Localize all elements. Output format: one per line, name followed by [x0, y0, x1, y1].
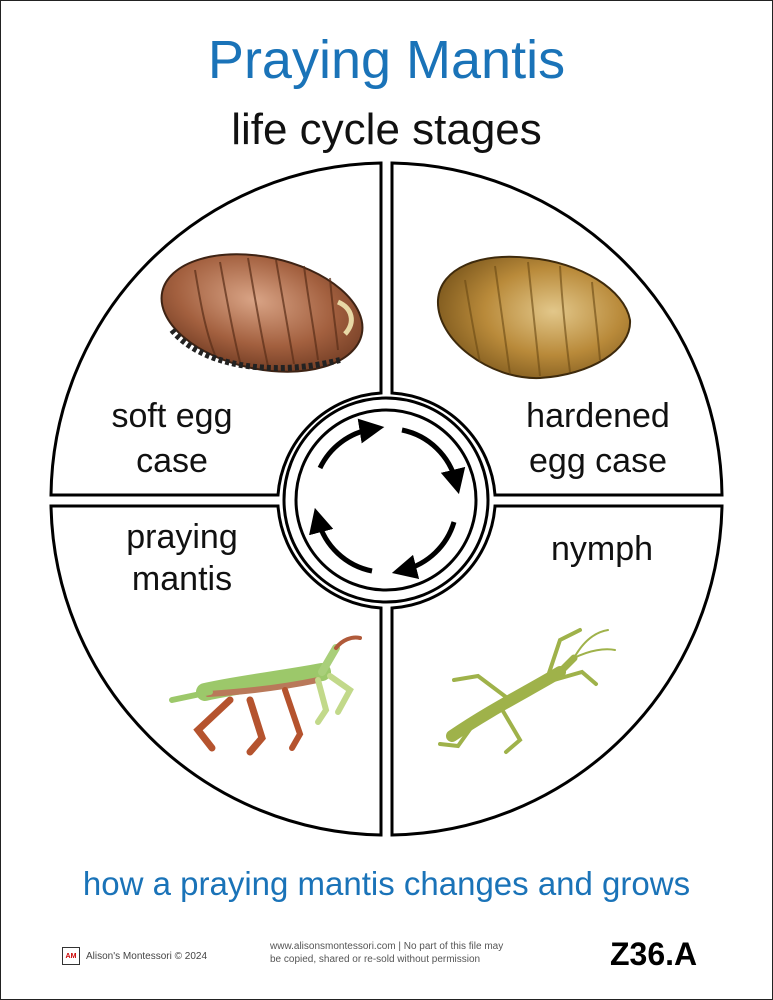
stage-label-hardened-egg-case: hardened egg case: [526, 397, 670, 480]
copyright-notice: www.alisonsmontessori.com | No part of t…: [270, 940, 520, 966]
nymph-image: [438, 628, 616, 754]
svg-text:mantis: mantis: [132, 560, 232, 598]
am-logo-icon: AM: [62, 947, 80, 965]
hardened-egg-case-image: [436, 255, 632, 380]
copyright-text: Alison's Montessori © 2024: [86, 950, 208, 962]
svg-text:egg case: egg case: [529, 442, 667, 480]
page-title: Praying Mantis: [207, 30, 566, 90]
life-cycle-wheel: soft egg case hardened egg case nymph pr…: [49, 161, 724, 837]
tagline: how a praying mantis changes and grows: [82, 865, 691, 902]
footer-brand: AM Alison's Montessori © 2024: [62, 947, 207, 965]
stage-label-praying-mantis: praying mantis: [126, 518, 238, 598]
soft-egg-case-image: [160, 253, 364, 373]
cycle-arrows-icon: [309, 418, 466, 580]
stage-label-nymph: nymph: [551, 530, 653, 568]
center-inner-ring: [294, 408, 478, 592]
svg-text:soft egg: soft egg: [112, 397, 233, 435]
praying-mantis-image: [169, 635, 362, 756]
svg-text:nymph: nymph: [551, 530, 653, 568]
stage-label-soft-egg-case: soft egg case: [112, 397, 233, 480]
svg-text:case: case: [136, 442, 208, 480]
notice-line-2: be copied, shared or re-sold without per…: [270, 954, 481, 965]
quadrant-praying-mantis: [49, 504, 383, 837]
svg-text:praying: praying: [126, 518, 238, 556]
product-code: Z36.A: [610, 936, 698, 972]
notice-line-1: www.alisonsmontessori.com | No part of t…: [270, 941, 504, 952]
page-subtitle: life cycle stages: [231, 105, 542, 154]
svg-text:hardened: hardened: [526, 397, 670, 435]
